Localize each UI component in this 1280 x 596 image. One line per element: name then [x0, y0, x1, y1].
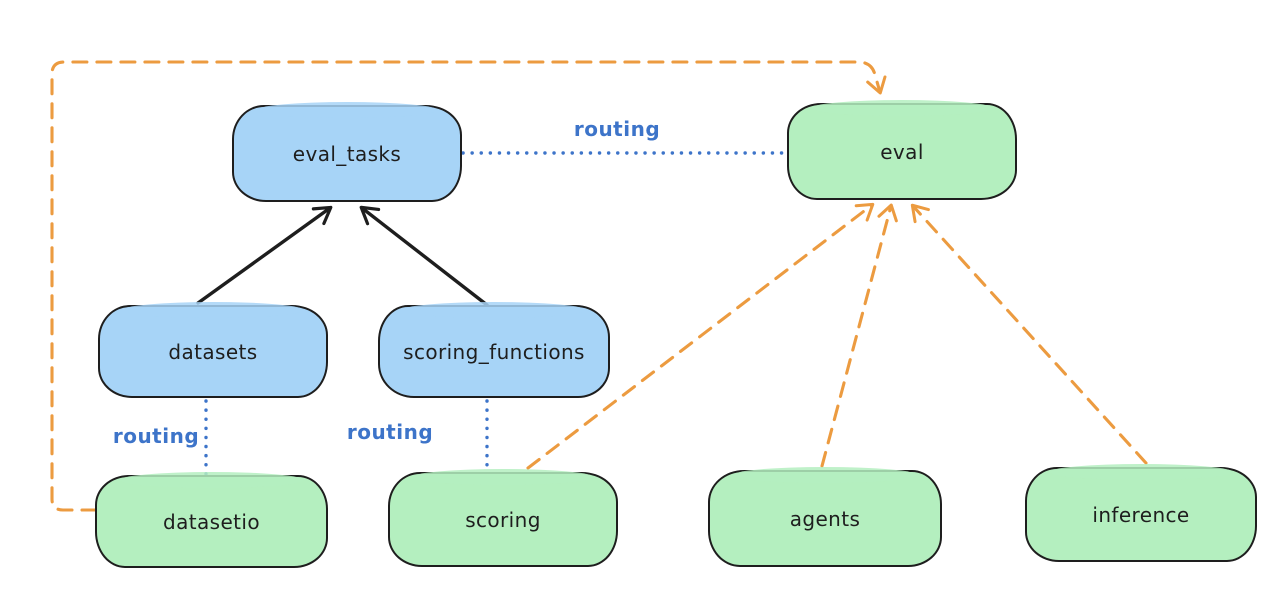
node-inference: inference — [1025, 464, 1257, 562]
node-eval-label: eval — [880, 139, 924, 164]
edge-scoring-eval — [526, 202, 875, 470]
node-datasetio-label: datasetio — [162, 509, 260, 534]
node-eval-tasks: eval_tasks — [232, 102, 462, 202]
node-datasetio: datasetio — [95, 472, 328, 568]
node-scoring: scoring — [388, 469, 618, 567]
routing-label-scoring-functions-scoring: routing — [346, 420, 434, 444]
edge-scoring-functions-eval-tasks — [359, 205, 489, 307]
edge-datasets-eval-tasks — [196, 205, 333, 305]
node-datasets-label: datasets — [168, 339, 258, 364]
node-scoring-label: scoring — [465, 507, 541, 532]
node-inference-label: inference — [1092, 502, 1190, 527]
edge-agents-eval — [820, 203, 898, 468]
edge-datasetio-eval — [50, 60, 887, 512]
node-eval-tasks-label: eval_tasks — [292, 141, 402, 166]
node-agents: agents — [708, 467, 942, 567]
edge-inference-eval — [910, 203, 1148, 465]
routing-label-eval-tasks-eval: routing — [573, 117, 661, 141]
node-eval: eval — [787, 100, 1017, 200]
routing-label-datasets-datasetio: routing — [112, 424, 200, 448]
node-scoring-functions-label: scoring_functions — [403, 339, 585, 364]
node-agents-label: agents — [789, 506, 861, 531]
node-scoring-functions: scoring_functions — [378, 302, 610, 398]
node-datasets: datasets — [98, 302, 328, 398]
